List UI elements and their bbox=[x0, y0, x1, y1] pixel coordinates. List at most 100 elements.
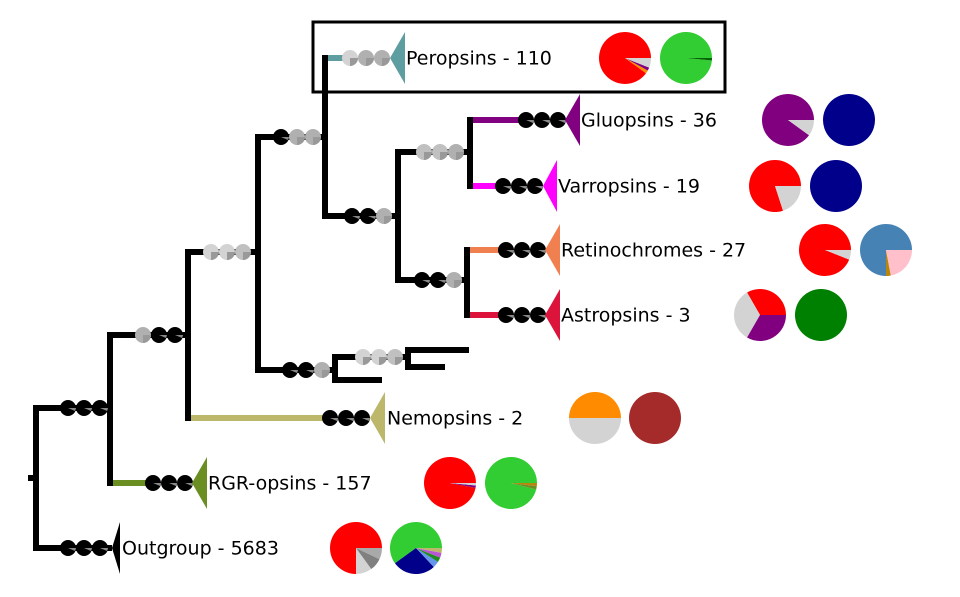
composition-pie bbox=[569, 392, 621, 444]
clade-varropsins[interactable]: Varropsins - 19 bbox=[473, 160, 862, 212]
pie-slice bbox=[416, 548, 438, 567]
support-circle bbox=[498, 307, 514, 323]
collapsed-clade-triangle[interactable] bbox=[545, 289, 560, 341]
collapsed-clade-triangle[interactable] bbox=[112, 522, 120, 574]
composition-pie bbox=[860, 224, 912, 276]
support-circle bbox=[219, 244, 235, 260]
support-circle bbox=[338, 410, 354, 426]
pie-slice bbox=[511, 483, 537, 490]
support-circle bbox=[322, 410, 338, 426]
clade-retinochromes[interactable]: Retinochromes - 27 bbox=[470, 223, 912, 276]
support-circle bbox=[344, 208, 360, 224]
support-circle bbox=[432, 144, 448, 160]
support-circle bbox=[314, 362, 330, 378]
collapsed-clade-triangle[interactable] bbox=[545, 224, 560, 276]
pie-slice bbox=[660, 31, 713, 84]
pie-slice bbox=[416, 548, 441, 562]
support-circle bbox=[92, 400, 108, 416]
support-circle bbox=[495, 178, 511, 194]
pie-slice bbox=[599, 32, 651, 84]
pie-slice bbox=[511, 483, 537, 487]
support-circle bbox=[387, 349, 403, 365]
support-circle bbox=[511, 178, 527, 194]
clade-label: Varropsins - 19 bbox=[558, 176, 700, 198]
pie-slice bbox=[416, 548, 442, 553]
clade-rgr-opsins[interactable]: RGR-opsins - 157 bbox=[113, 456, 537, 510]
composition-pie bbox=[424, 456, 476, 509]
composition-pie bbox=[330, 522, 382, 574]
composition-pie bbox=[390, 522, 442, 575]
collapsed-clade-triangle[interactable] bbox=[565, 94, 580, 146]
pie-slice bbox=[825, 250, 851, 260]
clade-label: RGR-opsins - 157 bbox=[208, 473, 372, 495]
pie-slice bbox=[747, 288, 786, 315]
clade-gluopsins[interactable]: Gluopsins - 36 bbox=[473, 93, 875, 146]
support-circle bbox=[358, 50, 374, 66]
support-circle bbox=[514, 242, 530, 258]
support-circle bbox=[92, 540, 108, 556]
pie-slice bbox=[424, 456, 476, 509]
pie-slice bbox=[356, 548, 380, 570]
clade-label: Astropsins - 3 bbox=[561, 305, 691, 327]
support-circle bbox=[416, 144, 432, 160]
clade-peropsins[interactable]: Peropsins - 110 bbox=[328, 31, 713, 84]
pie-slice bbox=[450, 483, 476, 486]
support-circle bbox=[430, 272, 446, 288]
support-circle bbox=[76, 400, 92, 416]
pie-slice bbox=[734, 292, 760, 338]
pie-slice bbox=[886, 250, 891, 276]
clade-label: Outgroup - 5683 bbox=[122, 538, 279, 560]
support-circle bbox=[448, 144, 464, 160]
collapsed-clade-triangle[interactable] bbox=[390, 32, 405, 84]
node-support-circles bbox=[60, 129, 464, 416]
composition-pie bbox=[823, 94, 875, 146]
support-circle bbox=[342, 50, 358, 66]
support-circle bbox=[446, 272, 462, 288]
collapsed-clade-triangle[interactable] bbox=[370, 392, 385, 444]
support-circle bbox=[530, 307, 546, 323]
pie-slice bbox=[629, 392, 681, 444]
pie-slice bbox=[810, 160, 862, 212]
support-circle bbox=[305, 129, 321, 145]
support-circle bbox=[235, 244, 251, 260]
pie-slice bbox=[356, 548, 372, 574]
support-circle bbox=[414, 272, 430, 288]
clade-label: Retinochromes - 27 bbox=[561, 240, 746, 262]
support-circle bbox=[151, 327, 167, 343]
support-circle bbox=[167, 327, 183, 343]
support-circle bbox=[518, 112, 534, 128]
clade-nemopsins[interactable]: Nemopsins - 2 bbox=[191, 392, 681, 444]
composition-pie bbox=[485, 457, 537, 510]
pie-slice bbox=[788, 120, 814, 136]
composition-pie bbox=[749, 160, 801, 212]
support-circle bbox=[60, 540, 76, 556]
pie-slice bbox=[795, 289, 847, 341]
support-circle bbox=[135, 327, 151, 343]
clade-outgroup[interactable]: Outgroup - 5683 bbox=[60, 522, 442, 575]
composition-pie bbox=[810, 160, 862, 212]
pie-slice bbox=[747, 315, 786, 341]
support-circle bbox=[273, 129, 289, 145]
support-circle bbox=[376, 208, 392, 224]
support-circle bbox=[203, 244, 219, 260]
support-circle bbox=[498, 242, 514, 258]
pie-slice bbox=[450, 483, 476, 488]
pie-slice bbox=[569, 392, 621, 418]
pie-slice bbox=[625, 58, 648, 74]
collapsed-clade-triangle[interactable] bbox=[543, 160, 557, 212]
pie-slice bbox=[686, 58, 712, 61]
support-circle bbox=[298, 362, 314, 378]
support-circle bbox=[355, 349, 371, 365]
support-circle bbox=[360, 208, 376, 224]
clade-astropsins[interactable]: Astropsins - 3 bbox=[470, 288, 847, 341]
support-circle bbox=[161, 475, 177, 491]
composition-pie bbox=[734, 288, 786, 341]
support-circle bbox=[527, 178, 543, 194]
collapsed-clade-triangle[interactable] bbox=[192, 457, 207, 509]
composition-pie bbox=[629, 392, 681, 444]
support-circle bbox=[289, 129, 305, 145]
clade-label: Peropsins - 110 bbox=[406, 48, 552, 70]
pie-slice bbox=[390, 522, 442, 564]
